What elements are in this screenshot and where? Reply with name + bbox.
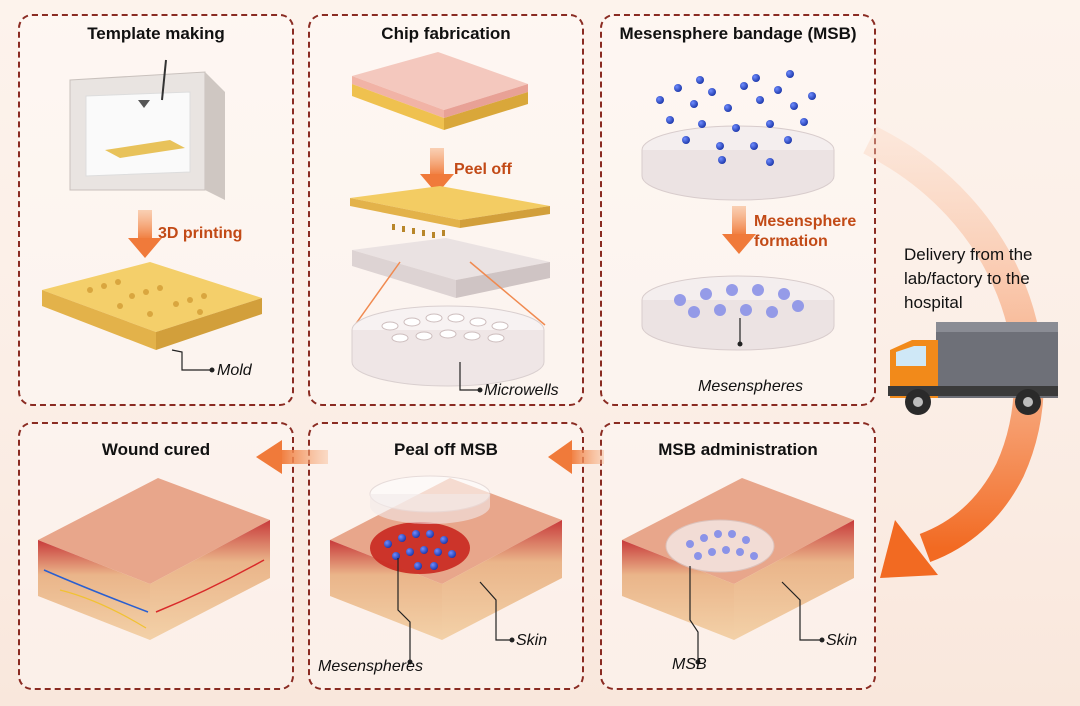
callout-microwells: Microwells [484, 382, 559, 399]
step-label-3d-printing: 3D printing [158, 225, 243, 242]
msb-chip-with-cells-icon [641, 70, 835, 201]
panel-title-cured: Wound cured [101, 440, 211, 459]
panel-title-template: Template making [87, 24, 225, 43]
msb-formed-icon [641, 275, 835, 351]
panel-title-peel: Peal off MSB [394, 440, 498, 459]
skin-block-peel [330, 475, 562, 665]
callout-mesenspheres-top: Mesenspheres [698, 378, 803, 395]
arrow-left-peel-to-cured [256, 440, 328, 474]
callout-skin-peel: Skin [516, 632, 548, 649]
delivery-truck-icon [888, 322, 1058, 415]
arrow-left-admin-to-peel [548, 440, 604, 474]
arrow-down-msb [722, 206, 756, 254]
callout-skin-admin: Skin [826, 632, 858, 649]
skin-block-cured [38, 478, 270, 640]
delivery-line-1: Delivery from the [904, 245, 1033, 264]
pdms-chip-icon [352, 52, 528, 130]
arrow-down-template [128, 210, 162, 258]
delivery-line-3: hospital [904, 293, 963, 312]
printer-3d-icon [69, 59, 225, 200]
panel-title-admin: MSB administration [658, 440, 818, 459]
microwell-chip-icon [351, 238, 550, 393]
callout-mold: Mold [217, 362, 252, 379]
mold-flipped-icon [350, 186, 550, 238]
step-label-peel-off: Peel off [454, 161, 512, 178]
arrow-down-chip [420, 148, 454, 194]
step-label-mesensphere-formation-2: formation [754, 233, 828, 250]
skin-block-admin [622, 478, 854, 665]
callout-msb: MSB [672, 656, 707, 673]
mold-icon [42, 262, 262, 373]
delivery-text: Delivery from the lab/factory to the hos… [904, 243, 1074, 315]
delivery-line-2: lab/factory to the [904, 269, 1030, 288]
panel-title-chip: Chip fabrication [381, 24, 511, 43]
step-label-mesensphere-formation-1: Mesensphere [754, 213, 857, 230]
callout-mesenspheres-bottom: Mesenspheres [318, 658, 423, 675]
panel-title-msb: Mesensphere bandage (MSB) [619, 24, 857, 43]
